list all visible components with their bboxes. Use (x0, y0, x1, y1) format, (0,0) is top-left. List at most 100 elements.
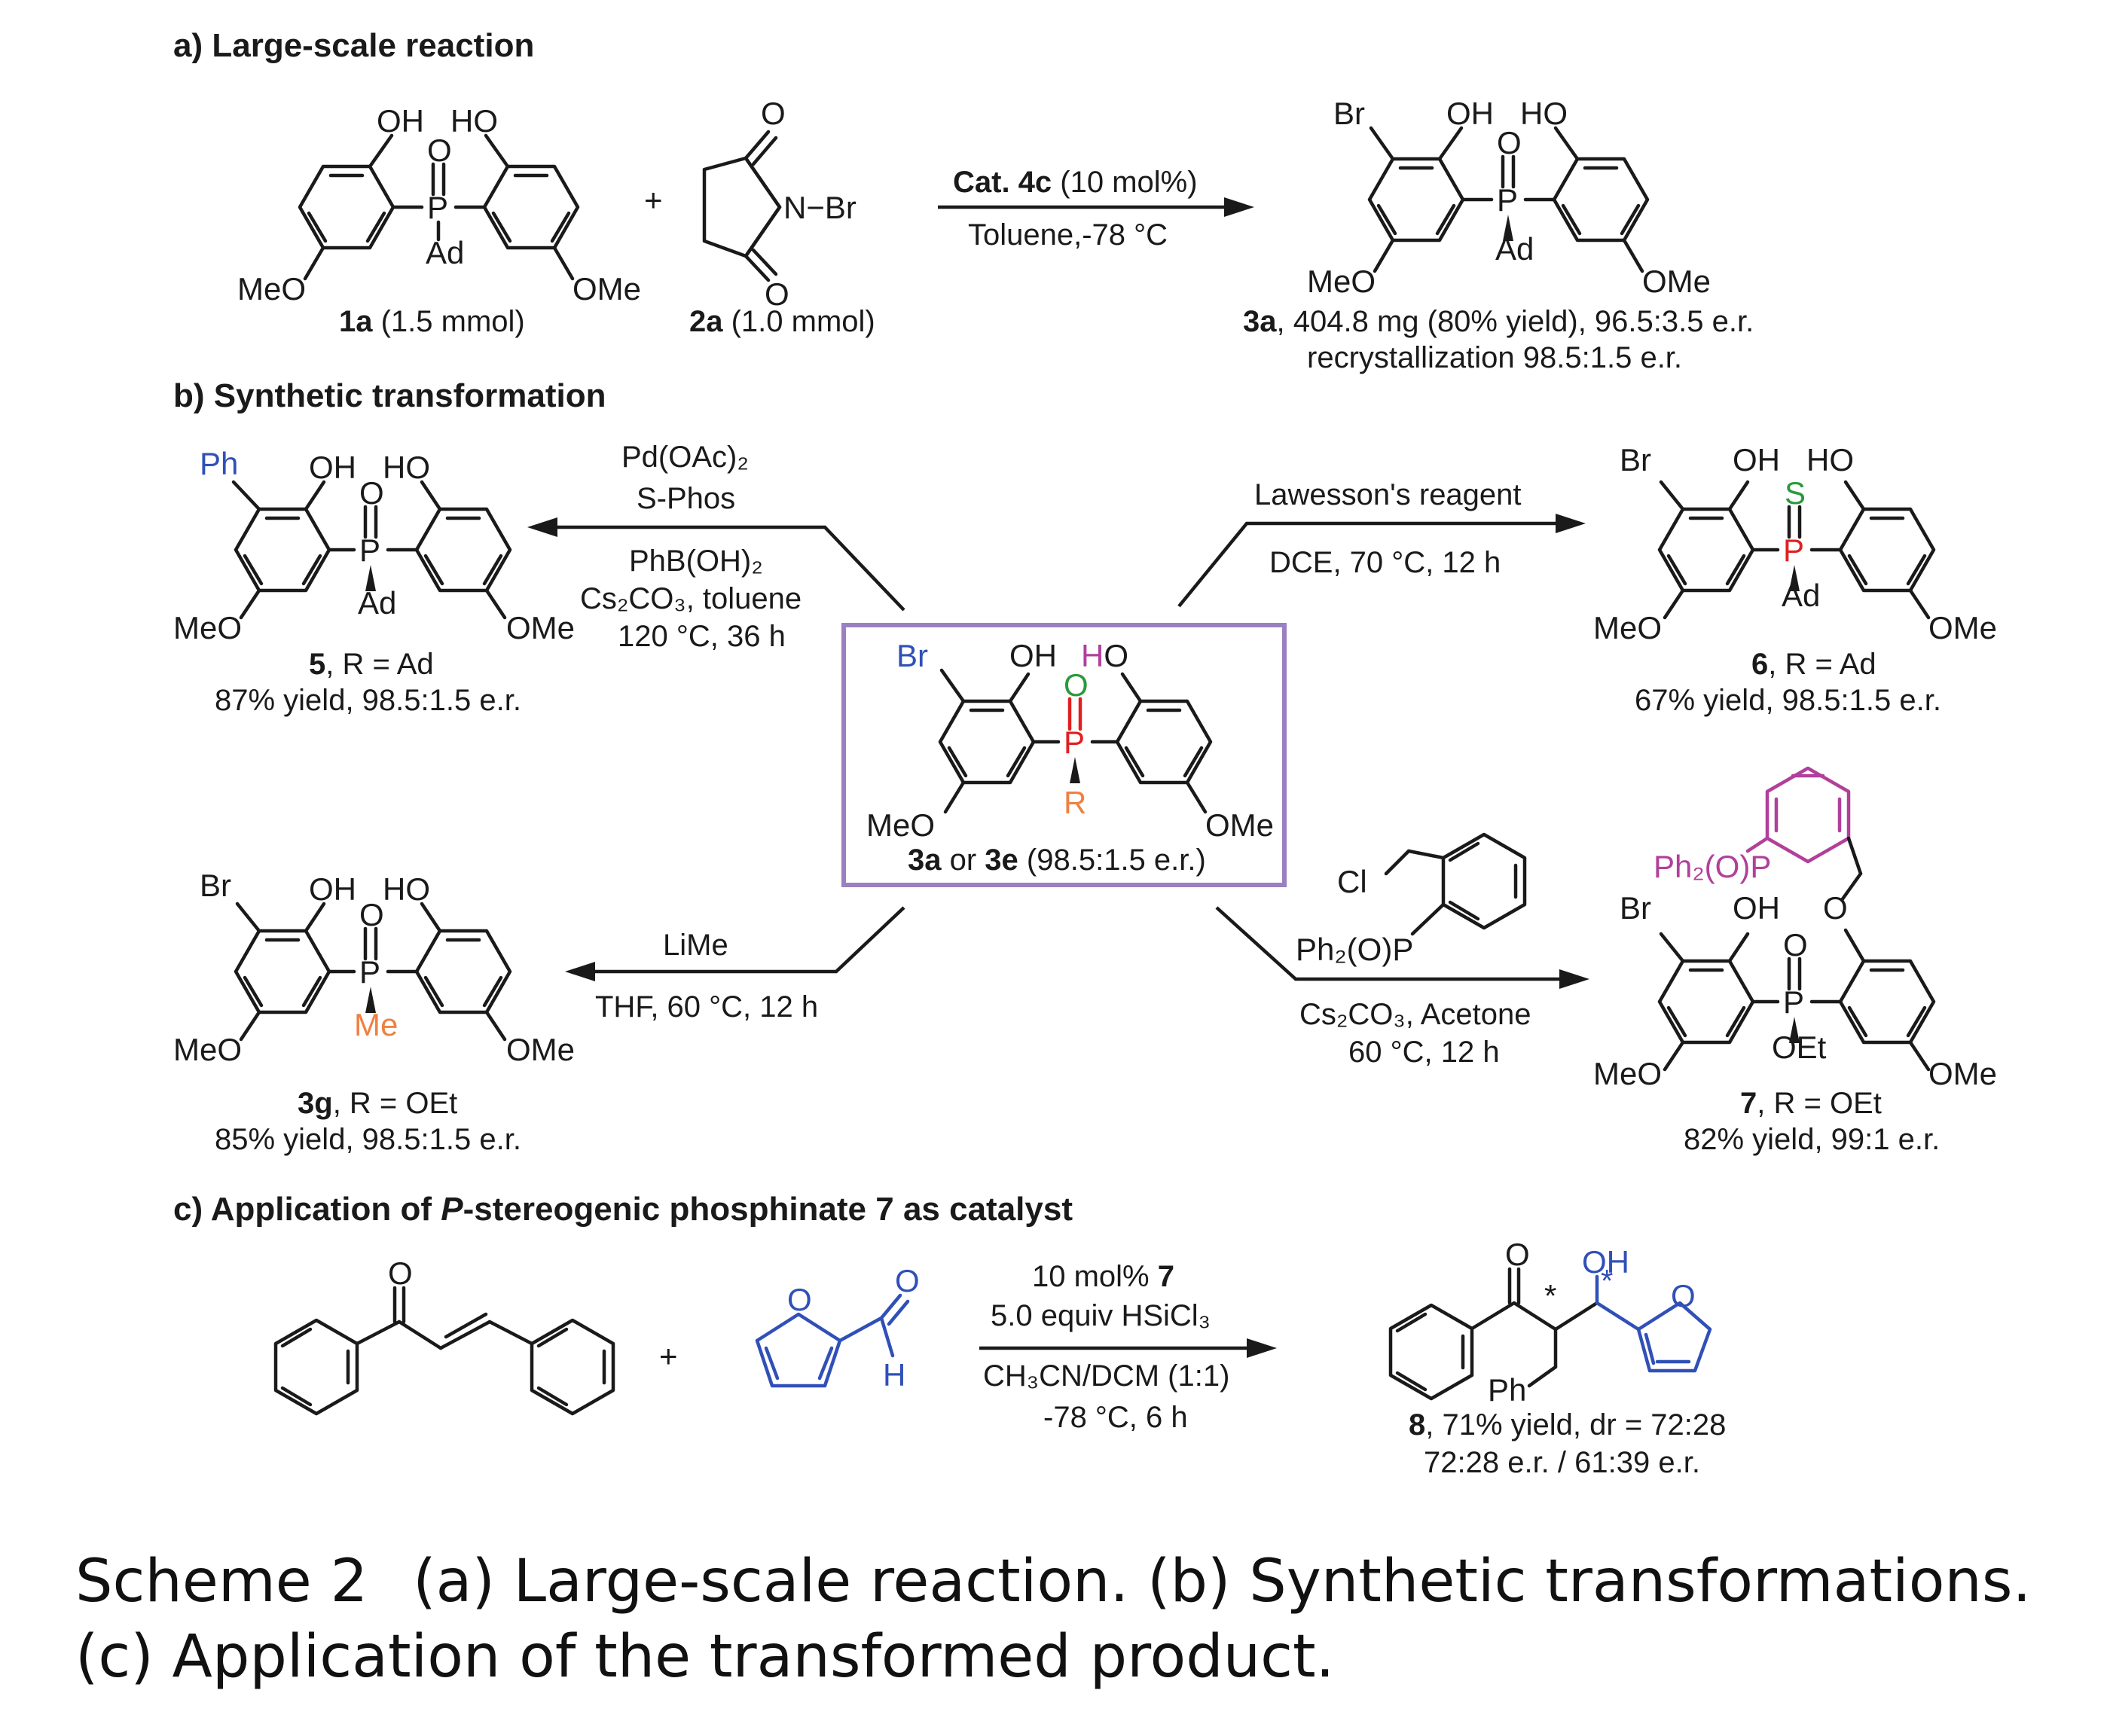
br-label: Br (896, 638, 928, 673)
ph-label: Ph (200, 446, 238, 481)
o-tail: O (1104, 638, 1128, 673)
furfural: O O H (755, 1263, 920, 1393)
o-atom: O (359, 475, 384, 511)
meo-label: MeO (173, 610, 242, 645)
suzuki-2: S-Phos (637, 482, 735, 515)
suzuki-3: PhB(OH)₂ (629, 545, 763, 578)
cond-c-4: -78 °C, 6 h (1043, 1401, 1188, 1434)
ph2op-label: Ph₂(O)P (1296, 932, 1413, 967)
label-2a-bold: 2a (689, 305, 723, 338)
me-label: Me (354, 1007, 398, 1042)
h-label: H (883, 1357, 905, 1393)
limeth-2: THF, 60 °C, 12 h (595, 990, 818, 1024)
label-3g-line2: 85% yield, 98.5:1.5 e.r. (215, 1123, 521, 1156)
label-8-line2: 72:28 e.r. / 61:39 e.r. (1424, 1446, 1700, 1479)
ho-label: HO (1081, 638, 1128, 673)
chalcone: O (276, 1255, 613, 1414)
ho-label: HO (1520, 96, 1568, 131)
label-3a-line2: recrystallization 98.5:1.5 e.r. (1307, 341, 1682, 374)
ome-label: OMe (1928, 610, 1997, 645)
ho-label: HO (450, 103, 498, 139)
oh-label: OH (377, 103, 424, 139)
plus-a: + (644, 182, 663, 218)
suzuki-4: Cs₂CO₃, toluene (580, 582, 802, 615)
o-atom: O (359, 897, 384, 932)
label-1a-rest: (1.5 mmol) (373, 305, 525, 338)
meo-label: MeO (173, 1032, 242, 1067)
star: * (1544, 1278, 1556, 1313)
center-mid: or (942, 844, 985, 877)
ho-label: HO (383, 871, 430, 907)
cond-c-1-text: 10 mol% (1032, 1260, 1158, 1293)
meo-label: MeO (237, 271, 306, 307)
p-atom: P (1783, 984, 1804, 1020)
center-bold2: 3e (985, 844, 1018, 877)
compound-1a: P O Ad OH HO MeO OMe (237, 103, 641, 307)
suzuki-5: 120 °C, 36 h (618, 620, 786, 653)
suzuki-1: Pd(OAc)₂ (621, 441, 749, 474)
cond-a-rest: (10 mol%) (1052, 166, 1197, 199)
oh-label: OH (1446, 96, 1494, 131)
cond-a-1: Cat. 4c (10 mol%) (953, 166, 1198, 199)
center-compound-box (841, 623, 1287, 887)
c-suffix: -stereogenic phosphinate 7 as catalyst (463, 1191, 1073, 1228)
caption-text: (a) Large-scale reaction. (b) Synthetic … (75, 1548, 2032, 1691)
p-atom: P (359, 954, 380, 990)
meo-label: MeO (866, 807, 935, 843)
s-atom: S (1785, 475, 1806, 511)
o-atom: O (1823, 890, 1848, 926)
label-7-rest: , R = OEt (1757, 1087, 1882, 1120)
ph2op-label: Ph₂(O)P (1653, 849, 1771, 884)
label-6-line2: 67% yield, 98.5:1.5 e.r. (1635, 684, 1941, 717)
label-6-rest: , R = Ad (1768, 648, 1876, 681)
ho-label: HO (1806, 442, 1854, 477)
br-label: Br (1620, 442, 1651, 477)
compound-7: Ph₂(O)P P O OEt OH O Br MeO OMe (1593, 766, 1997, 1091)
section-a-header: a) Large-scale reaction (173, 27, 534, 64)
center-bold1: 3a (908, 844, 942, 877)
cond-c-2: 5.0 equiv HSiCl₃ (991, 1299, 1211, 1332)
label-5-line2: 87% yield, 98.5:1.5 e.r. (215, 684, 521, 717)
cond-c-1: 10 mol% 7 (1032, 1260, 1174, 1293)
label-3a-bold: 3a (1243, 305, 1277, 338)
label-5-bold: 5 (309, 648, 325, 681)
meo-label: MeO (1593, 1056, 1662, 1091)
o-atom: O (1505, 1237, 1530, 1272)
label-1a-bold: 1a (339, 305, 373, 338)
p-atom: P (1783, 532, 1804, 568)
h-pink: H (1081, 638, 1104, 673)
ome-label: OMe (506, 1032, 575, 1067)
ome-label: OMe (1928, 1056, 1997, 1091)
r-label: R (1064, 785, 1086, 820)
compound-3a-3e: P O R OH HO Br MeO OMe (866, 638, 1274, 843)
oet-label: OEt (1772, 1030, 1827, 1065)
compound-8: O OH O Ph * * (1391, 1237, 1712, 1408)
figure-caption: Scheme 2(a) Large-scale reaction. (b) Sy… (75, 1544, 2064, 1695)
label-3g-bold: 3g (298, 1087, 333, 1120)
c-italic: P (441, 1191, 463, 1228)
center-rest: (98.5:1.5 e.r.) (1018, 844, 1206, 877)
oh-label: OH (1582, 1244, 1629, 1280)
ome-label: OMe (573, 271, 641, 307)
label-7-bold: 7 (1740, 1087, 1757, 1120)
label-1a: 1a (1.5 mmol) (339, 305, 525, 338)
o-atom: O (765, 276, 789, 312)
br-label: Br (1620, 890, 1651, 926)
ad-label: Ad (1495, 231, 1534, 267)
label-8-bold: 8 (1409, 1408, 1425, 1442)
ad-label: Ad (426, 235, 464, 270)
label-7: 7, R = OEt (1740, 1087, 1882, 1120)
p-atom: P (359, 532, 380, 568)
section-b-header: b) Synthetic transformation (173, 377, 606, 414)
o-atom: O (388, 1255, 413, 1291)
nbr-label: N−Br (783, 190, 857, 225)
reaction-scheme: a) Large-scale reaction b) Synthetic tra… (173, 27, 1997, 1479)
cond-c-bold: 7 (1158, 1260, 1174, 1293)
o-atom: O (1497, 125, 1522, 160)
ad-label: Ad (1782, 578, 1820, 613)
p-atom: P (1497, 182, 1518, 218)
ad-label: Ad (358, 585, 396, 621)
o-atom: O (787, 1282, 812, 1317)
ome-label: OMe (506, 610, 575, 645)
caption-title: Scheme 2 (75, 1548, 368, 1615)
